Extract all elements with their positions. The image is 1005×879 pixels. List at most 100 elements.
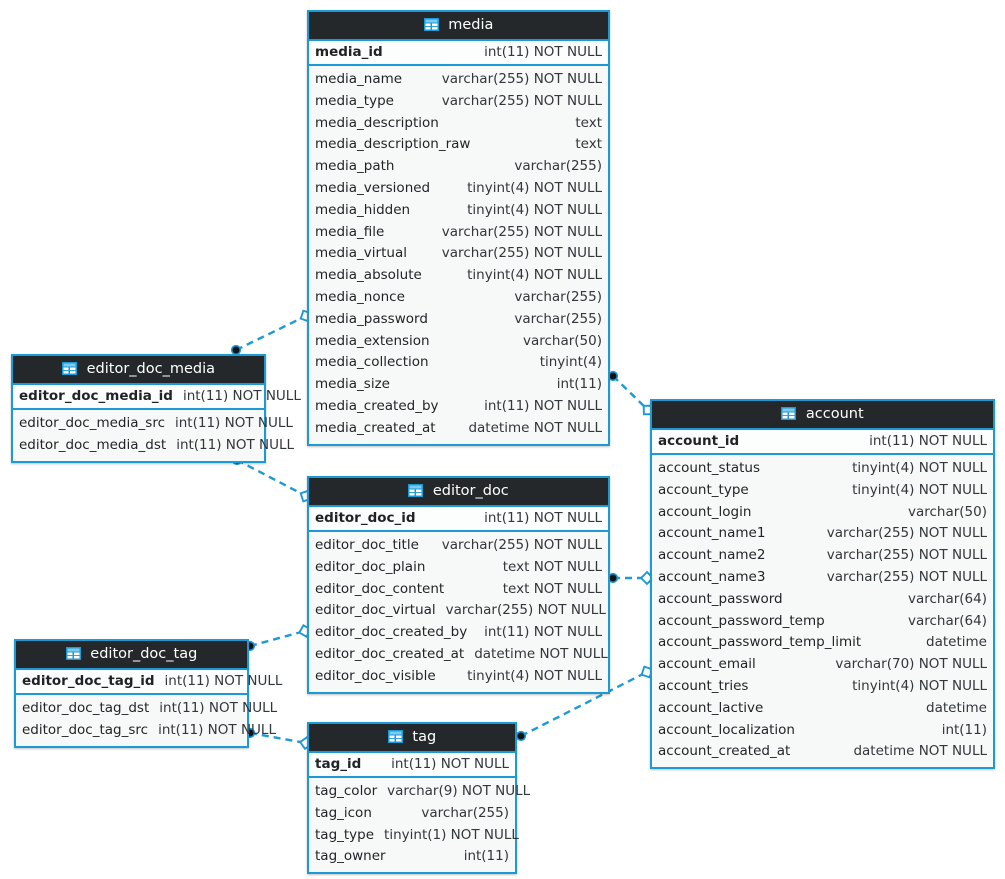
column-type: varchar(255) NOT NULL — [826, 525, 987, 542]
column-type: int(11) NOT NULL — [176, 436, 295, 453]
column-name: editor_doc_visible — [315, 667, 436, 684]
column-type: tinyint(4) NOT NULL — [852, 481, 987, 498]
column-type: int(11) NOT NULL — [159, 700, 278, 716]
column-type: int(11) NOT NULL — [164, 673, 283, 689]
column-name: tag_color — [315, 783, 378, 799]
entity-header-tag: tag — [309, 724, 515, 753]
column-name: media_type — [315, 92, 394, 109]
column-name: account_password_temp_limit — [658, 634, 862, 651]
entity-title-media: media — [448, 17, 494, 33]
column-type: varchar(70) NOT NULL — [835, 656, 987, 673]
column-name: media_absolute — [315, 267, 422, 284]
relationship-editor_doc_tag-to-editor_doc — [244, 623, 313, 652]
column-name: account_password — [658, 590, 783, 607]
column-type: int(11) — [941, 721, 987, 738]
column-type: int(11) NOT NULL — [182, 388, 301, 404]
entity-title-editor_doc: editor_doc — [432, 483, 509, 499]
column-type: int(11) — [556, 376, 602, 393]
column-type: varchar(255) NOT NULL — [441, 71, 602, 87]
relationship-editor_doc_media-to-media — [230, 309, 313, 356]
column-name: editor_doc_tag_dst — [22, 700, 150, 716]
table-grid-icon — [408, 484, 424, 497]
column-name: media_extension — [315, 332, 430, 349]
relationship-endpoint-dot — [230, 344, 242, 356]
column-type: tinyint(4) — [539, 354, 602, 371]
column-name: media_created_at — [315, 419, 436, 436]
column-name: account_status — [658, 460, 761, 476]
column-type: varchar(255) — [514, 310, 602, 327]
column-name: account_id — [658, 433, 740, 449]
column-name: media_virtual — [315, 245, 407, 262]
column-type: int(11) NOT NULL — [869, 433, 987, 449]
column-name: editor_doc_created_at — [315, 645, 465, 662]
column-name: account_name2 — [658, 547, 766, 564]
column-name: account_login — [658, 503, 752, 520]
column-row[interactable]: editor_doc_tag_dst int(11) NOT NULL — [16, 698, 277, 720]
primary-key-row[interactable]: account_id int(11) NOT NULL — [652, 430, 993, 453]
column-row[interactable]: media_password varchar(255) — [309, 309, 608, 331]
column-type: tinyint(4) NOT NULL — [467, 201, 602, 218]
column-name: media_password — [315, 310, 428, 327]
column-type: int(11) NOT NULL — [484, 510, 602, 526]
